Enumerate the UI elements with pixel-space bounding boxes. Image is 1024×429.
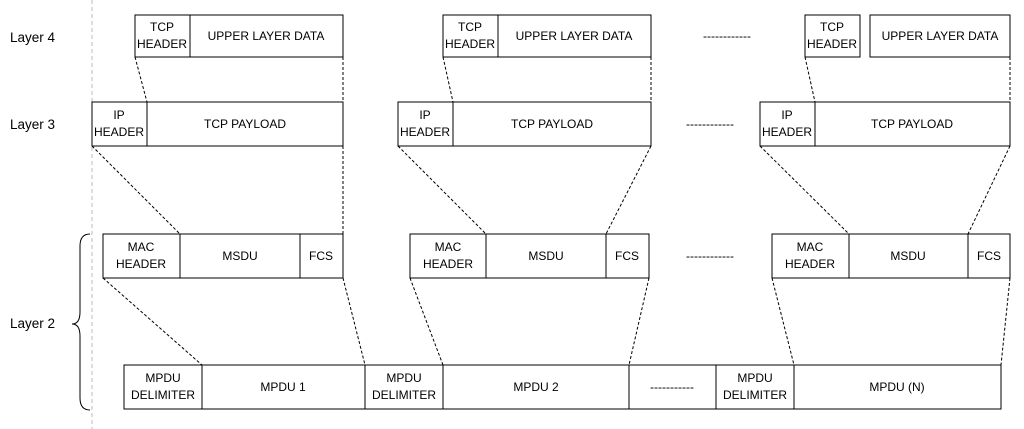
upper-layer-data-box (497, 14, 652, 58)
mpdu-2-label: MPDU 2 (513, 380, 559, 394)
ip-header-line2: HEADER (400, 125, 450, 139)
mpdu-2-box (442, 364, 630, 410)
tcp-header-box (134, 14, 191, 58)
msdu-label: MSDU (890, 249, 925, 263)
layer-3-group-1: IP HEADER TCP PAYLOAD (91, 101, 344, 147)
mpdu-delimiter-box (715, 364, 795, 410)
msdu-label: MSDU (222, 249, 257, 263)
mpdu-delimiter-line1: MPDU (737, 371, 772, 385)
mac-header-line1: MAC (797, 240, 824, 254)
ip-header-line2: HEADER (762, 125, 812, 139)
mpdu-delimiter-line1: MPDU (145, 371, 180, 385)
layer-2-ellipsis: ------------ (686, 249, 734, 263)
layer-4-label: Layer 4 (10, 30, 56, 45)
mpdu-delimiter-box (364, 364, 444, 410)
fcs-box (967, 233, 1011, 279)
mpdu-delimiter-line2: DELIMITER (131, 388, 195, 402)
mpdu-delimiter-line2: DELIMITER (372, 388, 436, 402)
mac-header-line2: HEADER (116, 257, 166, 271)
layer-4-group-n: TCP HEADER UPPER LAYER DATA (804, 14, 1011, 58)
fcs-label: FCS (615, 249, 639, 263)
mpdu-1-label: MPDU 1 (260, 380, 306, 394)
layer-2-label: Layer 2 (10, 316, 55, 331)
tcp-header-line2: HEADER (137, 37, 187, 51)
ip-header-box (91, 101, 148, 147)
layer-3-ellipsis: ------------ (686, 117, 734, 131)
connectors-3-to-2 (91, 145, 1011, 235)
layer-2-brace (71, 233, 91, 411)
mpdu-1-box (201, 364, 366, 410)
mpdu-n-box (793, 364, 1002, 410)
ip-header-line1: IP (419, 108, 430, 122)
tcp-payload-box (814, 101, 1011, 147)
msdu-box (179, 233, 301, 279)
tcp-header-line1: TCP (820, 20, 844, 34)
tcp-header-line1: TCP (458, 20, 482, 34)
connectors-mac-to-mpdu (102, 277, 1011, 366)
upper-layer-data-box (189, 14, 344, 58)
layer-3-group-2: IP HEADER TCP PAYLOAD (397, 101, 652, 147)
fcs-label: FCS (977, 249, 1001, 263)
mpdu-delimiter-line1: MPDU (386, 371, 421, 385)
tcp-payload-label: TCP PAYLOAD (871, 117, 953, 131)
msdu-box (848, 233, 969, 279)
tcp-header-line2: HEADER (445, 37, 495, 51)
tcp-payload-label: TCP PAYLOAD (204, 117, 286, 131)
upper-layer-data-label: UPPER LAYER DATA (208, 29, 325, 43)
mpdu-gap-dashes: ----------- (650, 380, 694, 394)
connectors-4-to-3 (134, 56, 1011, 103)
mac-header-line2: HEADER (423, 257, 473, 271)
mpdu-n-label: MPDU (N) (869, 380, 924, 394)
mac-header-line1: MAC (128, 240, 155, 254)
fcs-box (605, 233, 650, 279)
layer-3-group-n: IP HEADER TCP PAYLOAD (759, 101, 1011, 147)
tcp-header-line2: HEADER (807, 37, 857, 51)
layer-4-ellipsis: ------------ (703, 29, 751, 43)
mpdu-delimiter-line2: DELIMITER (723, 388, 787, 402)
tcp-payload-box (146, 101, 344, 147)
mpdu-row: MPDU DELIMITER MPDU 1 MPDU DELIMITER MPD… (123, 364, 1002, 410)
mac-header-box (409, 233, 487, 279)
ip-header-box (397, 101, 454, 147)
msdu-box (485, 233, 607, 279)
tcp-header-box (442, 14, 499, 58)
layer-2-group-2: MAC HEADER MSDU FCS (409, 233, 650, 279)
mac-header-line2: HEADER (785, 257, 835, 271)
mpdu-gap-box (628, 364, 717, 410)
layer-2-group-1: MAC HEADER MSDU FCS (102, 233, 344, 279)
mac-header-box (102, 233, 181, 279)
mac-header-box (771, 233, 850, 279)
mac-header-line1: MAC (435, 240, 462, 254)
ip-header-line1: IP (781, 108, 792, 122)
upper-layer-data-box (869, 14, 1011, 58)
layer-3-label: Layer 3 (10, 117, 55, 132)
msdu-label: MSDU (528, 249, 563, 263)
upper-layer-data-label: UPPER LAYER DATA (882, 29, 999, 43)
layer-2-group-n: MAC HEADER MSDU FCS (771, 233, 1011, 279)
fcs-label: FCS (309, 249, 333, 263)
tcp-payload-label: TCP PAYLOAD (511, 117, 593, 131)
upper-layer-data-label: UPPER LAYER DATA (516, 29, 633, 43)
tcp-payload-box (452, 101, 652, 147)
layer-4-group-1: TCP HEADER UPPER LAYER DATA (134, 14, 344, 58)
tcp-header-box (804, 14, 861, 58)
ip-header-line1: IP (113, 108, 124, 122)
layer-4-group-2: TCP HEADER UPPER LAYER DATA (442, 14, 652, 58)
tcp-header-line1: TCP (150, 20, 174, 34)
fcs-box (299, 233, 344, 279)
ip-header-line2: HEADER (94, 125, 144, 139)
